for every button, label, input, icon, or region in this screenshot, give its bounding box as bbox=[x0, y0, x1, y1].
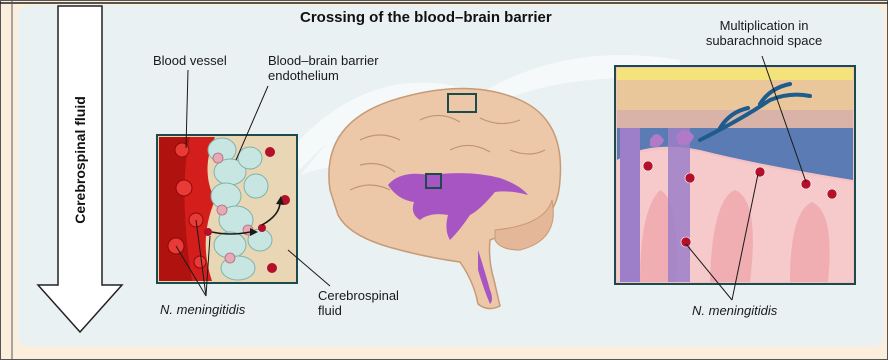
label-multiplication: Multiplication in subarachnoid space bbox=[690, 18, 838, 48]
diagram-title: Crossing of the blood–brain barrier bbox=[300, 9, 552, 26]
label-multiplication-line2: subarachnoid space bbox=[690, 33, 838, 48]
inset-left bbox=[157, 135, 297, 283]
inset-right bbox=[615, 66, 855, 284]
label-n-meningitidis-left: N. meningitidis bbox=[160, 302, 245, 317]
label-cerebrospinal-fluid: Cerebrospinal fluid bbox=[318, 288, 399, 318]
label-bbb-endothelium-line1: Blood–brain barrier bbox=[268, 53, 379, 68]
label-csf-line1: Cerebrospinal bbox=[318, 288, 399, 303]
label-n-meningitidis-right: N. meningitidis bbox=[692, 303, 777, 318]
label-bbb-endothelium: Blood–brain barrier endothelium bbox=[268, 53, 379, 83]
label-csf-line2: fluid bbox=[318, 303, 399, 318]
cerebrospinal-fluid-arrow-label: Cerebrospinal fluid bbox=[72, 50, 92, 270]
label-blood-vessel: Blood vessel bbox=[153, 53, 227, 68]
label-multiplication-line1: Multiplication in bbox=[690, 18, 838, 33]
label-bbb-endothelium-line2: endothelium bbox=[268, 68, 379, 83]
